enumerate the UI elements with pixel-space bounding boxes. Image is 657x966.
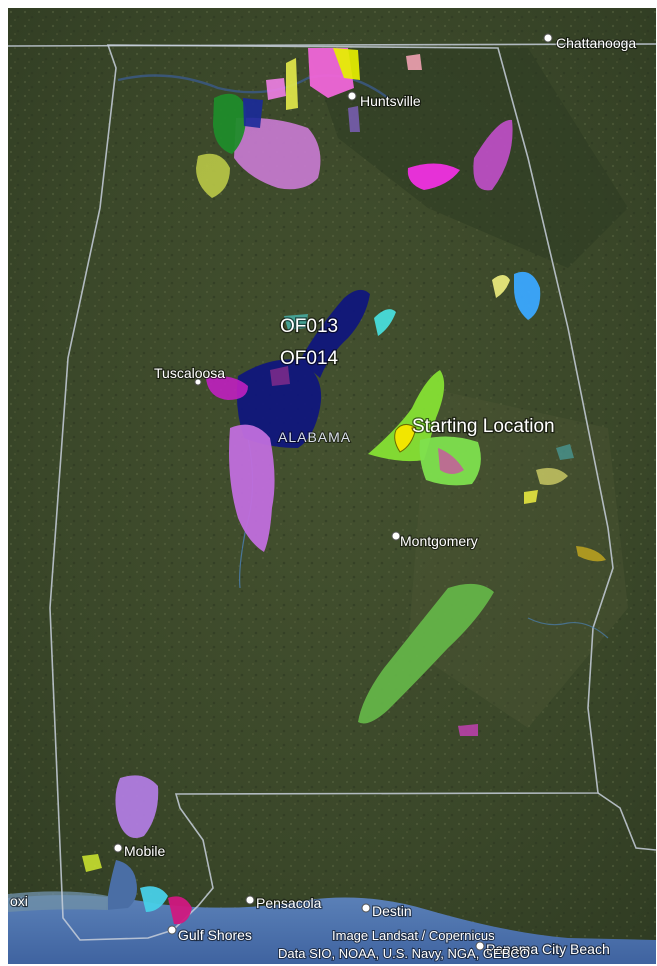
city-label-chattanooga: Chattanooga [556,35,636,51]
feature-label-of014: OF014 [280,348,339,369]
attribution-line-2: Data SIO, NOAA, U.S. Navy, NGA, GEBCO [278,946,530,961]
starting-location-pin[interactable] [394,424,417,453]
georgia-florida-border [597,792,656,851]
city-label-pensacola: Pensacola [256,895,322,911]
mobile-bay [106,860,137,910]
tennessee-border [8,43,656,47]
watershed-polygons[interactable] [82,48,606,925]
city-label-mobile: Mobile [124,843,165,859]
city-label-destin: Destin [372,903,412,919]
gulf-of-mexico [8,895,656,964]
alabama-border [49,44,614,941]
state-label: ALABAMA [278,429,351,445]
appalachian-ridges [308,48,628,268]
city-label-panama-city-beach: Panama City Beach [486,941,610,957]
satellite-map[interactable]: Chattanooga Huntsville Tuscaloosa Montgo… [8,8,656,964]
city-label-biloxi-fragment: oxi [10,893,28,909]
city-markers [113,33,553,951]
city-label-gulf-shores: Gulf Shores [178,927,252,943]
city-label-huntsville: Huntsville [360,93,421,109]
attribution-line-1: Image Landsat / Copernicus [332,928,495,943]
starting-location-label: Starting Location [412,416,555,437]
river-line-2 [527,617,609,639]
city-label-tuscaloosa: Tuscaloosa [154,365,225,381]
coastal-shallows [8,891,108,912]
city-label-montgomery: Montgomery [400,533,478,549]
feature-label-of013: OF013 [280,316,338,337]
